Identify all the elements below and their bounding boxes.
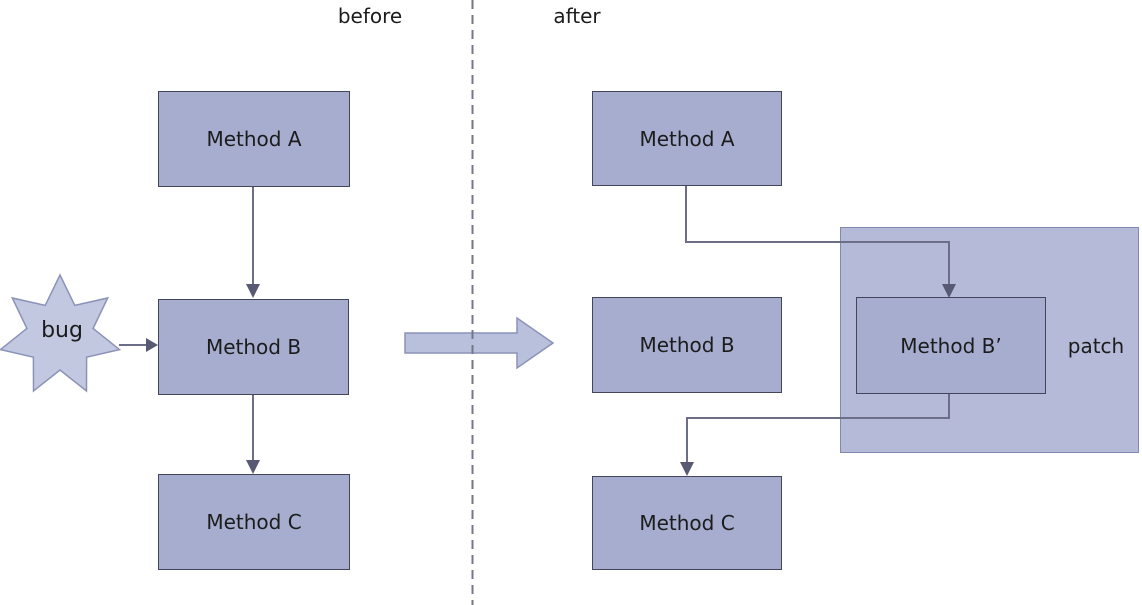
bug-label: bug — [41, 318, 83, 343]
arrowhead-icon — [146, 338, 158, 352]
connector-a-to-bprime-after — [685, 184, 956, 298]
after-label: after — [553, 4, 601, 28]
node-method-a-after: Method A — [592, 91, 782, 186]
arrowhead-icon — [680, 462, 694, 476]
arrowhead-icon — [942, 284, 956, 298]
patch-label: patch — [1067, 334, 1125, 358]
arrowhead-icon — [246, 284, 260, 298]
before-label: before — [337, 4, 403, 28]
connector-bprime-to-c-after — [680, 392, 950, 476]
node-method-b-after: Method B — [592, 297, 782, 393]
arrowhead-icon — [246, 460, 260, 474]
node-method-b-before: Method B — [158, 299, 349, 395]
bug-star-icon — [0, 273, 122, 393]
node-method-c-after: Method C — [592, 476, 782, 570]
node-method-a-before: Method A — [158, 91, 350, 187]
connector-a-to-b-before — [246, 185, 260, 298]
connector-bug-to-b — [119, 338, 158, 352]
connector-b-to-c-before — [246, 393, 260, 474]
transform-arrow-icon — [404, 316, 555, 370]
node-method-c-before: Method C — [158, 474, 350, 570]
node-method-b-patched: Method B’ — [856, 297, 1046, 394]
